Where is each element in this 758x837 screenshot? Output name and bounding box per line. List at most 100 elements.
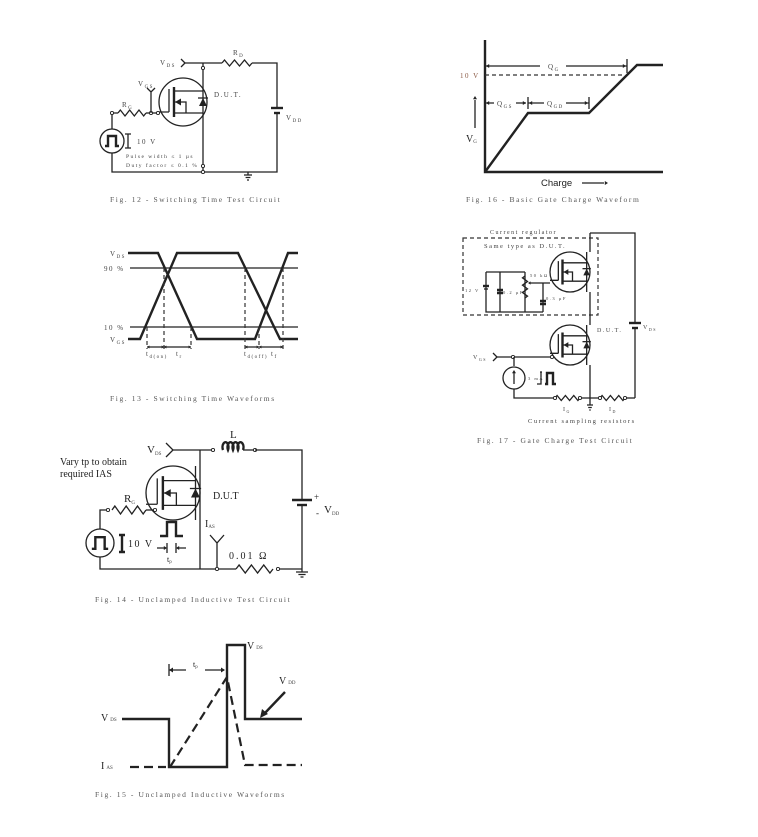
fig17-caption: Fig. 17 - Gate Charge Test Circuit [477,436,633,445]
pulse-icon [91,535,109,551]
terminal-dot [152,507,158,513]
probe-chevron [180,58,186,68]
vdd-pointer [263,691,286,715]
wire [146,87,156,113]
wire [99,557,215,570]
fig12-duty-factor: Duty factor ≤ 0.1 % [126,162,198,169]
arrowhead-icon [604,181,608,185]
pulse-icon [545,371,556,386]
mosfet-arrow-icon [175,98,181,106]
mosfet-arrow-icon [563,342,569,348]
pulse-generator-circle [99,128,125,154]
wire [252,62,278,108]
fig13-tr-label: tr [176,350,183,360]
arrowhead-icon [147,345,150,349]
fig17-gate-charge-test-circuit: Current regulator Same type as D.U.T. 12… [465,230,657,445]
fig16-qgd-label: QGD [547,100,564,110]
current-waveform [169,674,302,768]
mosfet-circle [549,324,591,366]
terminal-dot [155,110,161,116]
circuit-geometry [85,40,663,769]
resistor [521,275,529,299]
arrowhead-icon [473,96,477,100]
fig14-tp-label: tp [167,555,172,565]
fig13-vds-label: VDS [110,250,126,260]
pulse-icon [105,134,119,148]
terminal-dot [214,566,220,572]
inductor [221,441,245,454]
current-regulator-box [462,237,599,316]
fig17-same-type-label: Same type as D.U.T. [484,243,566,250]
fig17-dut-label: D.U.T. [597,328,622,334]
resistor [599,394,626,402]
vds-waveform [128,251,298,341]
amplitude-marker [119,533,125,554]
arrowhead-icon [486,101,490,105]
arrowhead-icon [163,546,167,550]
fig17-c1-label: 0.2 µF [503,290,524,295]
fig16-caption: Fig. 16 - Basic Gate Charge Waveform [466,195,640,204]
fig14-unclamped-inductive-test-circuit: Vary tp to obtain required IAS VDS L RG … [60,429,340,604]
fig17-pot-label: 50 kΩ [530,273,549,278]
mosfet-circle [145,465,201,521]
mosfet-gate [550,334,559,354]
fig17-id-label: ID [609,407,617,414]
fig15-tp-label: tp [193,660,198,670]
fig12-vds-label: VDS [160,59,176,69]
fig12-switching-time-test-circuit: VDS VGS RG RD D.U.T. VDD 10 V Pulse widt… [110,49,303,204]
arrowhead-icon [522,101,526,105]
fig13-vgs-label: VGS [110,336,126,346]
mosfet-circle [158,77,208,127]
wire [111,114,278,173]
ground-icon [587,402,593,411]
fig17-regulator-label: Current regulator [490,230,557,236]
fig16-qg-label: QG [548,63,560,73]
resistor [235,563,274,575]
fig14-caption: Fig. 14 - Unclamped Inductive Test Circu… [95,595,291,604]
fig13-switching-time-waveforms: VDS 90 % 10 % VGS td(on) tr td(off) tf F… [104,250,276,403]
fig14-minus: - [316,508,319,518]
arrowhead-icon [529,101,533,105]
arrowhead-icon [176,546,180,550]
body-diode-icon [199,98,207,106]
fig14-dut-label: D.U.T [213,491,239,502]
fig17-vds-label: VDS [643,325,657,332]
fig14-vds-label: VDS [147,444,162,457]
fig13-td-off-label: td(off) [244,350,268,360]
fig12-caption: Fig. 12 - Switching Time Test Circuit [110,195,281,204]
ground-icon [244,172,252,181]
terminal-dot [105,507,111,513]
probe-chevron [492,352,498,362]
qg-arrow [485,59,628,73]
tp-marker [157,543,186,553]
ground-icon [296,569,308,578]
qgs-qgd-arrows [485,97,590,109]
mosfet-circle [549,251,591,293]
fig16-vg-label: VG [466,134,477,145]
arrowhead-icon [622,64,626,68]
fig12-rd-label: RD [233,49,244,59]
fig14-ias-label: IAS [205,519,215,530]
terminal-dot [200,65,206,71]
capacitor [497,288,503,295]
wire [278,506,303,570]
fig14-shunt-label: 0.01 Ω [229,551,268,562]
fig17-sampling-label: Current sampling resistors [528,418,636,425]
terminal-dot [200,163,206,169]
arrowhead-icon [259,345,262,349]
resistor [111,504,147,516]
fig16-10v-label: 10 V [460,72,480,80]
mosfet-gate [550,261,559,281]
terminal-dot [622,395,628,401]
fig14-plus: + [314,492,319,502]
fig12-vdd-label: VDD [286,114,303,124]
arrowhead-icon [188,345,191,349]
mosfet-arrow-icon [563,269,569,275]
terminal-dot [109,110,115,116]
terminal-dot [275,566,281,572]
fig14-inductor-label: L [230,429,237,441]
capacitor [540,299,546,306]
body-diode-icon [191,488,200,498]
